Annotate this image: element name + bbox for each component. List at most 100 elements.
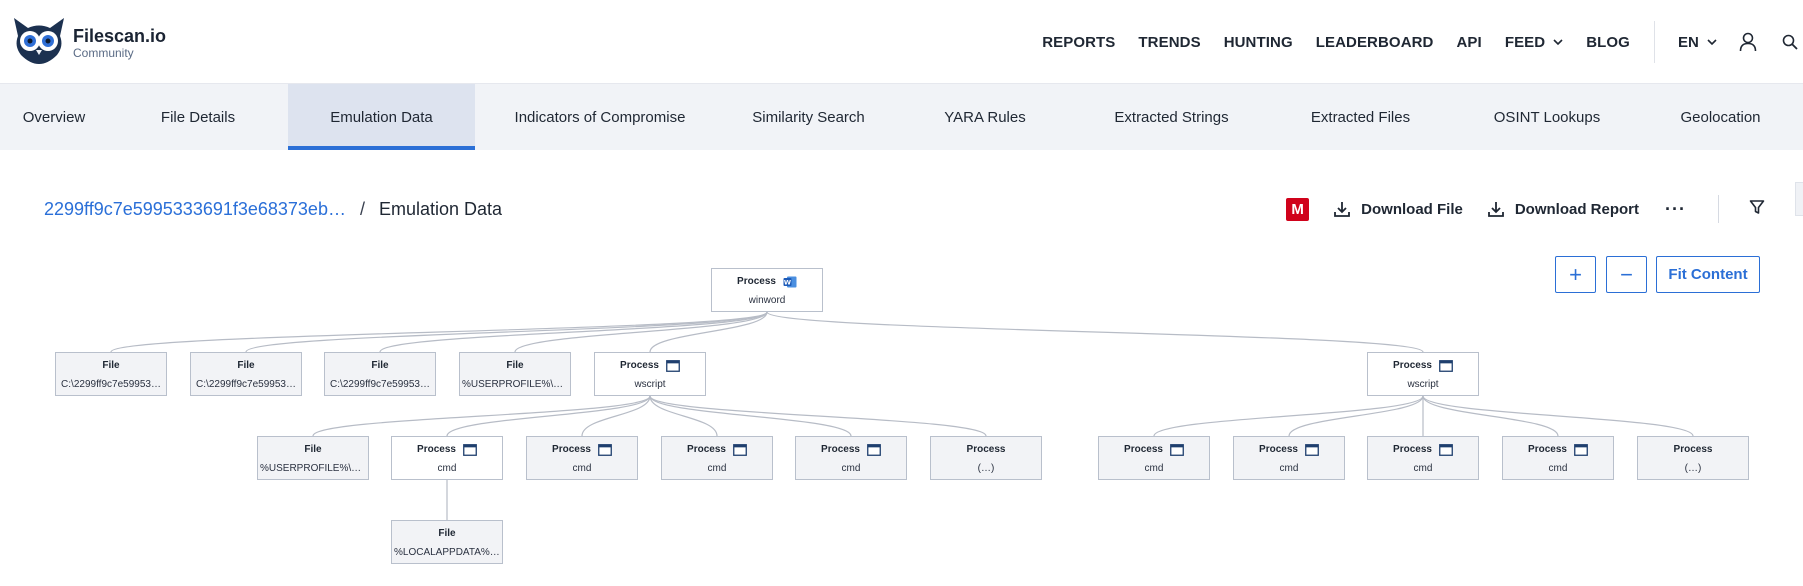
window-icon	[1439, 443, 1453, 456]
node-type: Process	[1259, 443, 1319, 457]
nav-reports[interactable]: REPORTS	[1042, 33, 1116, 51]
window-icon	[463, 443, 477, 456]
tab-geolocation[interactable]: Geolocation	[1680, 108, 1761, 126]
tab-similarity-search[interactable]: Similarity Search	[752, 108, 865, 126]
node-type-label: Process	[620, 360, 659, 371]
tab-emulation-data[interactable]: Emulation Data	[288, 84, 475, 150]
tab-file-details[interactable]: File Details	[160, 108, 236, 126]
search-icon[interactable]	[1779, 31, 1801, 53]
graph-node-process[interactable]: Process cmd	[661, 436, 773, 480]
graph-node-file[interactable]: File%LOCALAPPDATA%\…	[391, 520, 503, 564]
node-label: cmd	[707, 462, 727, 474]
node-label: cmd	[1144, 462, 1164, 474]
node-type-label: Process	[821, 444, 860, 455]
graph-edge	[1288, 395, 1424, 437]
download-report-button[interactable]: Download Report	[1487, 200, 1639, 218]
nav-trends[interactable]: TRENDS	[1138, 33, 1201, 51]
fit-content-button[interactable]: Fit Content	[1656, 256, 1760, 293]
graph-edge	[110, 311, 768, 353]
more-options-button[interactable]: ···	[1665, 198, 1686, 219]
report-actions: M Download File Download Report ···	[1286, 194, 1803, 224]
filter-icon[interactable]	[1749, 199, 1765, 220]
window-icon	[1305, 443, 1319, 456]
node-type-label: Process	[1393, 360, 1432, 371]
graph-edge	[379, 311, 768, 353]
owl-logo-icon[interactable]	[10, 14, 68, 66]
node-type: File	[506, 359, 523, 373]
node-label: %USERPROFILE%\Ro…	[260, 462, 366, 474]
node-label: wscript	[1407, 378, 1439, 390]
chevron-down-icon	[1553, 39, 1563, 46]
node-label: (…)	[977, 462, 995, 474]
node-type: Process	[1674, 443, 1713, 457]
tab-extracted-strings[interactable]: Extracted Strings	[1114, 108, 1229, 126]
window-icon	[666, 359, 680, 372]
tab-indicators-of-compromise[interactable]: Indicators of Compromise	[514, 108, 686, 126]
graph-node-process[interactable]: Process wscript	[1367, 352, 1479, 396]
tab-overview[interactable]: Overview	[22, 108, 86, 126]
node-type: File	[438, 527, 455, 541]
nav-leaderboard[interactable]: LEADERBOARD	[1315, 33, 1434, 51]
graph-node-file[interactable]: File%USERPROFILE%\Ro…	[459, 352, 571, 396]
breadcrumb-file-hash-link[interactable]: 2299ff9c7e5995333691f3e68373eb…	[44, 199, 346, 219]
node-type: Process	[1528, 443, 1588, 457]
graph-node-process[interactable]: Process(…)	[1637, 436, 1749, 480]
window-icon	[1439, 359, 1453, 372]
node-type: Process	[687, 443, 747, 457]
node-type: Process	[1124, 443, 1184, 457]
node-type-label: Process	[737, 276, 776, 287]
graph-edge	[1422, 395, 1694, 437]
node-type: File	[371, 359, 388, 373]
nav-feed[interactable]: FEED	[1505, 34, 1563, 51]
nav-api[interactable]: API	[1456, 33, 1482, 51]
nav-hunting[interactable]: HUNTING	[1223, 33, 1293, 51]
breadcrumb-current: Emulation Data	[378, 199, 503, 219]
graph-node-process[interactable]: Process cmd	[1098, 436, 1210, 480]
tab-extracted-files[interactable]: Extracted Files	[1310, 108, 1411, 126]
node-type: File	[102, 359, 119, 373]
node-label: C:\2299ff9c7e59953…	[61, 378, 161, 390]
word-icon: W	[783, 276, 797, 287]
side-panel-handle[interactable]	[1795, 182, 1803, 216]
language-select[interactable]: EN	[1678, 34, 1717, 51]
tab-yara-rules[interactable]: YARA Rules	[944, 108, 1026, 126]
brand-name[interactable]: Filescan.io	[73, 26, 167, 46]
node-type-label: Process	[1393, 444, 1432, 455]
node-label: winword	[748, 294, 786, 306]
graph-edge	[1422, 395, 1559, 437]
zoom-out-button[interactable]: −	[1606, 256, 1647, 293]
graph-edges	[110, 311, 1694, 520]
user-icon[interactable]	[1737, 31, 1759, 53]
nav-blog[interactable]: BLOG	[1586, 33, 1630, 51]
graph-node-process[interactable]: Process (…)	[930, 436, 1042, 480]
tab-osint-lookups[interactable]: OSINT Lookups	[1493, 108, 1601, 126]
node-type-label: Process	[687, 444, 726, 455]
zoom-in-button[interactable]: +	[1555, 256, 1596, 293]
node-type: Process	[821, 443, 881, 457]
node-type: Process	[967, 443, 1006, 457]
nav-feed-label: FEED	[1504, 33, 1546, 51]
window-icon	[733, 443, 747, 456]
download-file-button[interactable]: Download File	[1333, 200, 1463, 218]
graph-node-file[interactable]: File%USERPROFILE%\Ro…	[257, 436, 369, 480]
node-type: Process	[417, 443, 477, 457]
node-label: cmd	[572, 462, 592, 474]
download-file-label: Download File	[1361, 200, 1463, 218]
node-type-label: Process	[1673, 444, 1713, 455]
node-type: Process	[1393, 359, 1453, 373]
graph-edge	[514, 311, 768, 353]
window-icon	[867, 443, 881, 456]
graph-edge	[649, 395, 718, 437]
